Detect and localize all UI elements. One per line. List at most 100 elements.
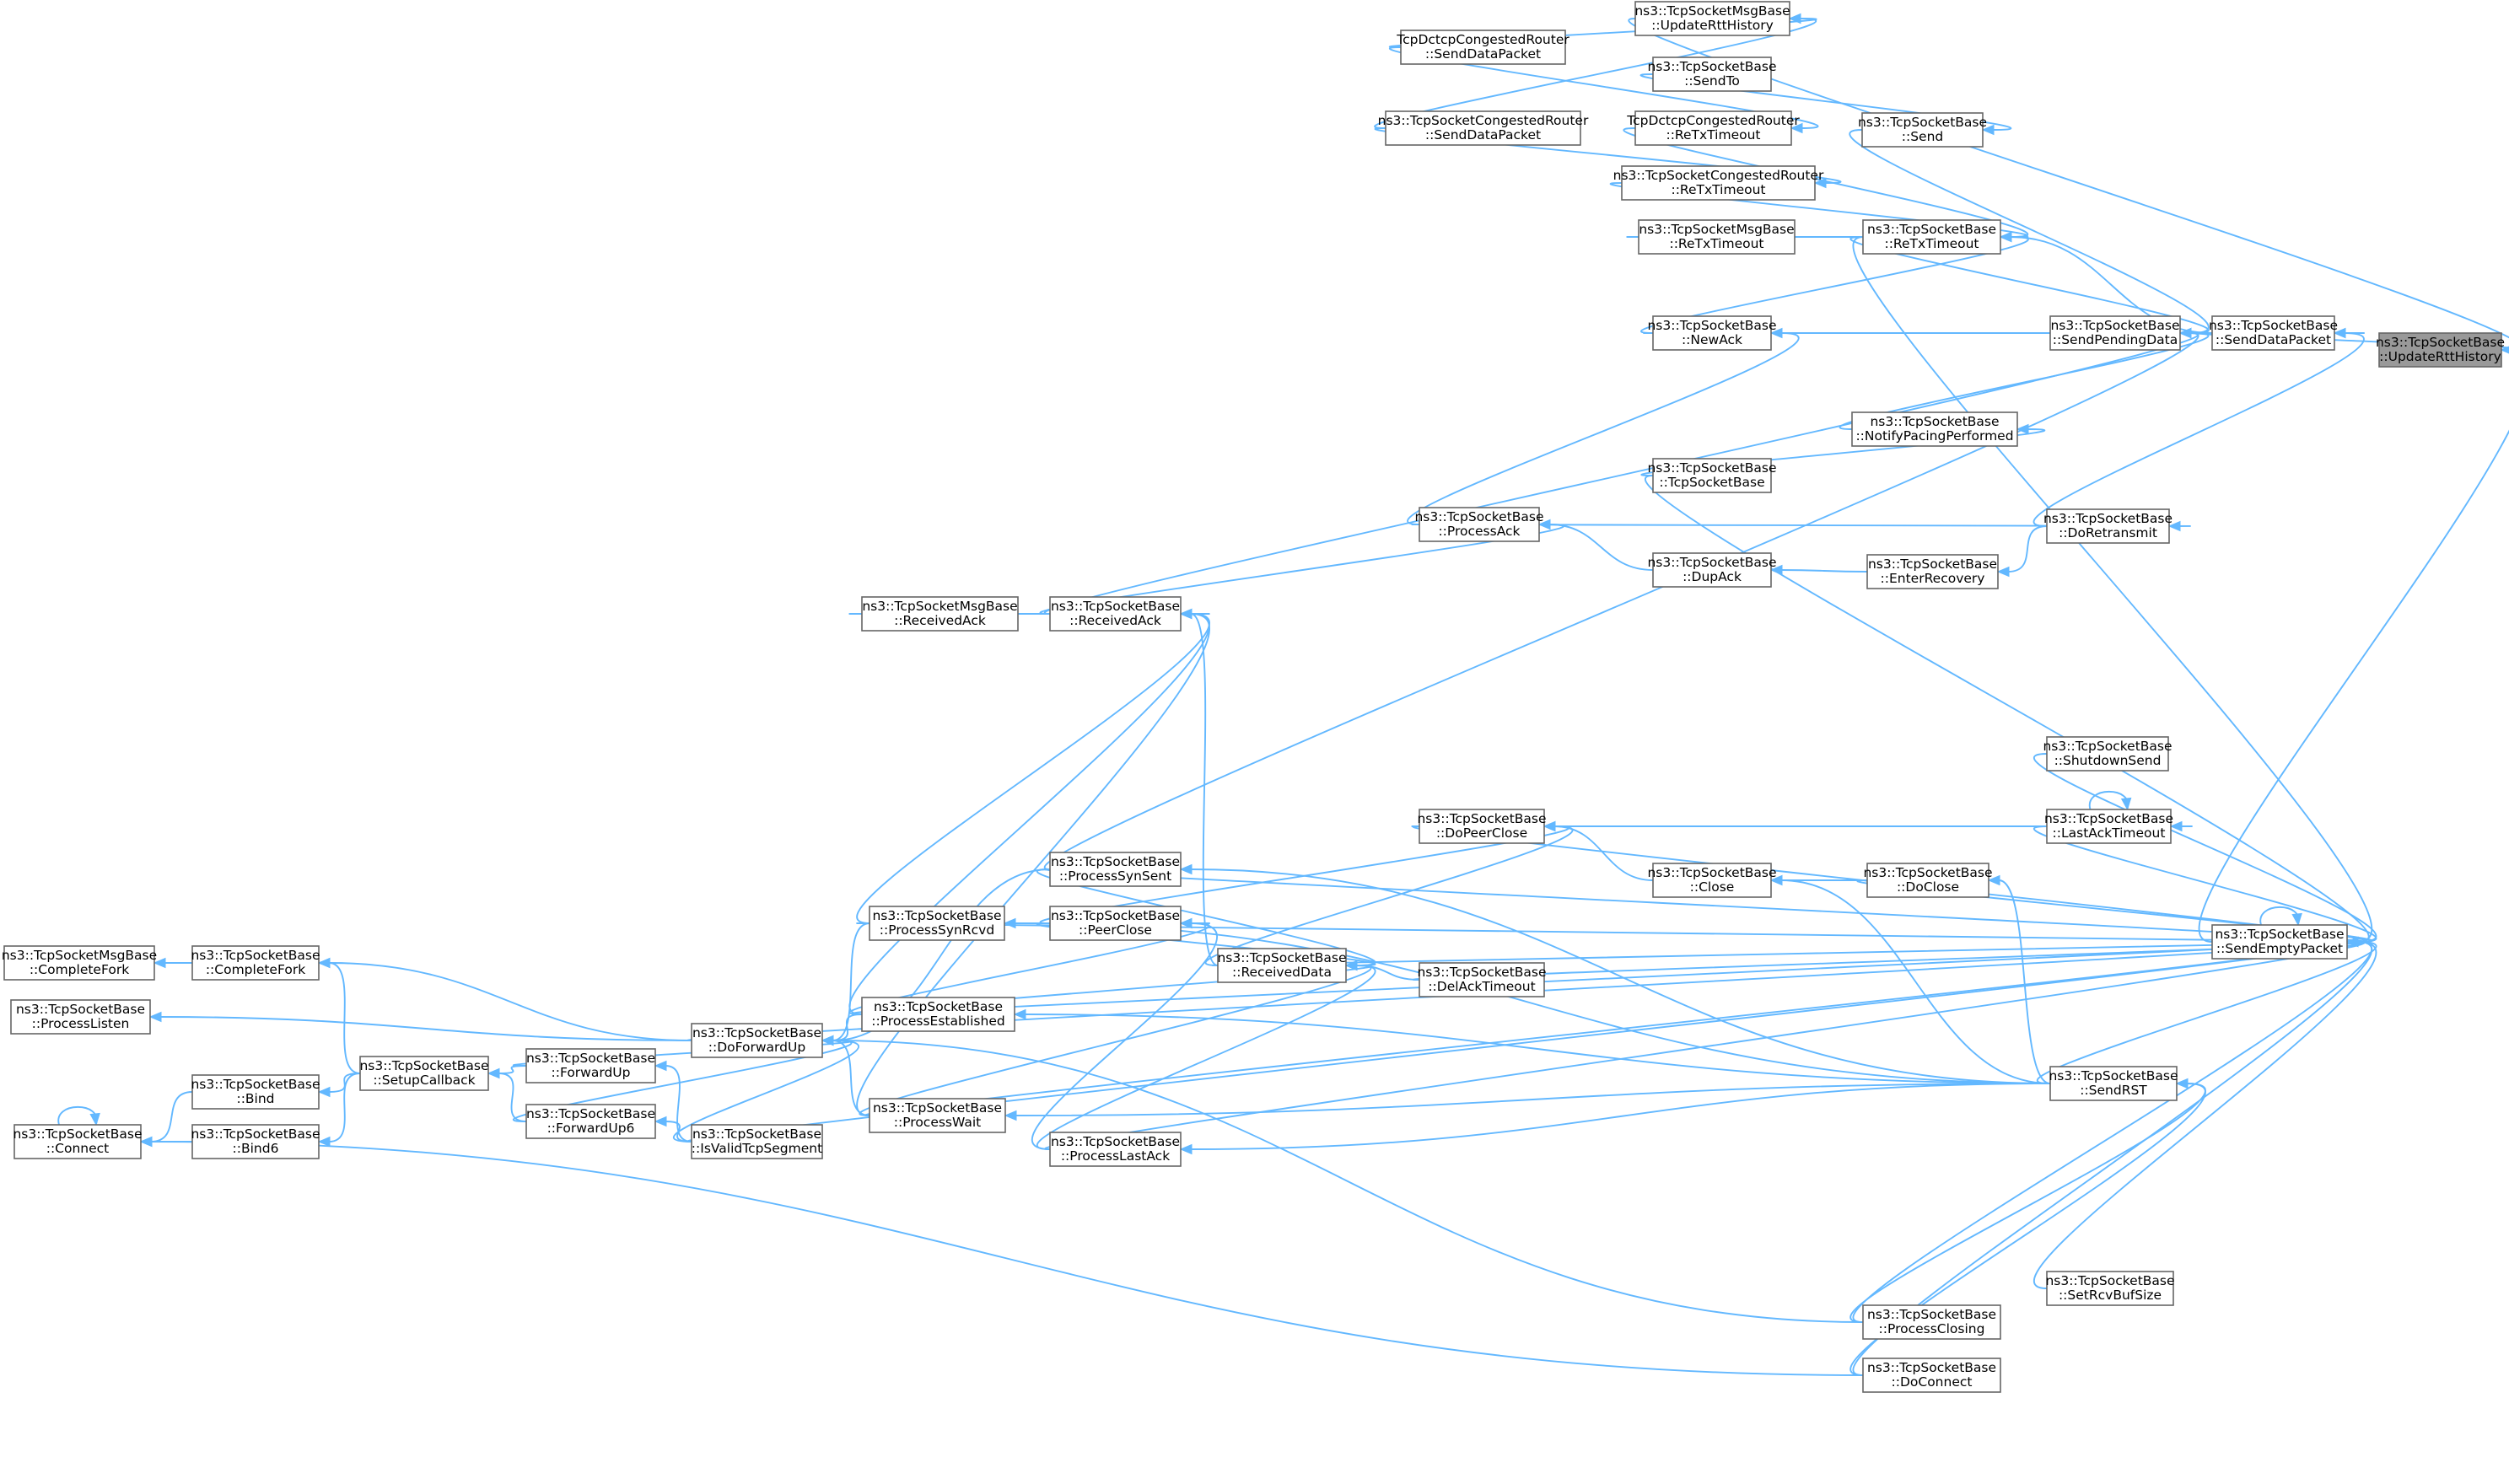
node-npp[interactable]: ns3::TcpSocketBase::NotifyPacingPerforme…: [1851, 411, 2018, 447]
node-proclisten[interactable]: ns3::TcpSocketBase::ProcessListen: [10, 999, 151, 1035]
node-peerclose[interactable]: ns3::TcpSocketBase::PeerClose: [1049, 906, 1182, 941]
node-method-label: ::NewAck: [1682, 332, 1742, 347]
node-procestab[interactable]: ns3::TcpSocketBase::ProcessEstablished: [861, 997, 1015, 1032]
edge-n_sendrst-to-n_close: [1780, 879, 2051, 1084]
node-method-label: ::SendRST: [2080, 1083, 2147, 1098]
node-namespace-label: ns3::TcpSocketBase: [1647, 59, 1776, 74]
node-method-label: ::SetupCallback: [373, 1073, 475, 1088]
edge-n_procestab-to-n_peerclose: [848, 922, 1210, 1015]
node-box: [1385, 110, 1581, 146]
node-method-label: ::SendEmptyPacket: [2216, 941, 2343, 956]
node-proclastack[interactable]: ns3::TcpSocketBase::ProcessLastAck: [1049, 1132, 1182, 1167]
node-msg-retx[interactable]: ns3::TcpSocketMsgBase::ReTxTimeout: [1638, 219, 1796, 255]
node-doconnect[interactable]: ns3::TcpSocketBase::DoConnect: [1862, 1358, 2001, 1393]
node-box: [1049, 596, 1182, 632]
node-doclose[interactable]: ns3::TcpSocketBase::DoClose: [1863, 863, 1993, 898]
node-msg-update[interactable]: ns3::TcpSocketMsgBase::UpdateRttHistory: [1634, 1, 1790, 36]
node-completefork[interactable]: ns3::TcpSocketBase::CompleteFork: [191, 945, 320, 981]
node-namespace-label: ns3::TcpSocketBase: [191, 1126, 320, 1142]
edge-n_dupack-to-n_procack: [1548, 524, 1654, 571]
node-namespace-label: TcpDctcpCongestedRouter: [1626, 113, 1800, 128]
arrowhead-n_proclastack-to-n_peerclose: [1179, 917, 1193, 929]
node-box: [2046, 1271, 2174, 1306]
node-tsb[interactable]: ns3::TcpSocketBase::TcpSocketBase: [1647, 458, 1777, 493]
node-sendto[interactable]: ns3::TcpSocketBase::SendTo: [1647, 56, 1777, 92]
node-dctcp-sdp[interactable]: TcpDctcpCongestedRouter::SendDataPacket: [1396, 30, 1569, 65]
node-namespace-label: ns3::TcpSocketMsgBase: [1639, 222, 1794, 237]
node-bind[interactable]: ns3::TcpSocketBase::Bind: [191, 1074, 320, 1110]
node-namespace-label: ns3::TcpSocketBase: [359, 1058, 488, 1073]
node-box: [191, 1124, 320, 1159]
node-forwardup[interactable]: ns3::TcpSocketBase::ForwardUp: [525, 1048, 656, 1083]
arrowhead-n_sep-to-n_root: [2500, 346, 2509, 354]
node-procclosing[interactable]: ns3::TcpSocketBase::ProcessClosing: [1862, 1304, 2001, 1340]
node-dctcp-retx[interactable]: TcpDctcpCongestedRouter::ReTxTimeout: [1626, 110, 1800, 146]
edge-n_dctcp_sdp-to-n_msg_update: [1389, 18, 1817, 48]
node-namespace-label: ns3::TcpSocketMsgBase: [862, 599, 1017, 614]
node-msg-recvack[interactable]: ns3::TcpSocketMsgBase::ReceivedAck: [861, 596, 1019, 632]
graph-edges: [57, 13, 2509, 1376]
node-namespace-label: ns3::TcpSocketBase: [2043, 739, 2172, 754]
node-procack[interactable]: ns3::TcpSocketBase::ProcessAck: [1414, 507, 1544, 542]
arrowhead-n_sep-to-n_sep: [2291, 912, 2302, 927]
arrowhead-n_doPeerClose-to-n_lastacktimeout: [2169, 820, 2183, 832]
arrowhead-n_forwardup6-to-n_setupcb: [487, 1067, 500, 1079]
node-procwait[interactable]: ns3::TcpSocketBase::ProcessWait: [869, 1098, 1006, 1133]
node-box: [525, 1104, 656, 1139]
node-procsynsent[interactable]: ns3::TcpSocketBase::ProcessSynSent: [1049, 852, 1182, 887]
node-sdp[interactable]: ns3::TcpSocketBase::SendDataPacket: [2209, 315, 2338, 351]
node-isvalid[interactable]: ns3::TcpSocketBase::IsValidTcpSegment: [691, 1124, 823, 1159]
node-delacktimeout[interactable]: ns3::TcpSocketBase::DelAckTimeout: [1417, 962, 1547, 997]
node-setrcvbuf[interactable]: ns3::TcpSocketBase::SetRcvBufSize: [2045, 1271, 2175, 1306]
node-recvdata[interactable]: ns3::TcpSocketBase::ReceivedData: [1217, 948, 1347, 983]
node-namespace-label: ns3::TcpSocketBase: [692, 1126, 821, 1142]
edge-n_delacktimeout-to-n_recvdata: [1355, 965, 1420, 981]
node-namespace-label: ns3::TcpSocketBase: [1867, 1360, 1996, 1375]
node-doPeerClose[interactable]: ns3::TcpSocketBase::DoPeerClose: [1417, 809, 1547, 844]
node-doforwardup[interactable]: ns3::TcpSocketBase::DoForwardUp: [691, 1023, 823, 1058]
edge-n_isvalid-to-n_forwardup6: [665, 1121, 692, 1143]
edge-n_sendrst-to-n_procwait: [1015, 1083, 2051, 1116]
node-connect[interactable]: ns3::TcpSocketBase::Connect: [13, 1124, 143, 1159]
node-namespace-label: ns3::TcpSocketBase: [1868, 556, 1997, 572]
node-doretx[interactable]: ns3::TcpSocketBase::DoRetransmit: [2043, 508, 2172, 544]
node-dupack[interactable]: ns3::TcpSocketBase::DupAck: [1647, 552, 1777, 588]
node-box: [191, 945, 320, 981]
node-box: [691, 1124, 823, 1159]
node-close[interactable]: ns3::TcpSocketBase::Close: [1647, 863, 1777, 898]
edge-n_setupcb-to-n_bind6: [328, 1073, 361, 1143]
node-retx[interactable]: ns3::TcpSocketBase::ReTxTimeout: [1862, 219, 2001, 255]
arrowhead-n_dctcp_sdp-to-n_dctcp_retx: [1790, 122, 1803, 134]
node-procsynrcvd[interactable]: ns3::TcpSocketBase::ProcessSynRcvd: [869, 906, 1005, 941]
node-root[interactable]: ns3::TcpSocketBase::UpdateRttHistory: [2376, 332, 2505, 368]
node-box: [2211, 315, 2335, 351]
edge-n_newack-to-n_retx: [1640, 236, 2029, 334]
node-sendrst[interactable]: ns3::TcpSocketBase::SendRST: [2049, 1066, 2178, 1101]
node-box: [2211, 924, 2348, 960]
edge-n_procclosing-to-n_sep: [1852, 941, 2373, 1323]
node-cong-sdp[interactable]: ns3::TcpSocketCongestedRouter::SendDataP…: [1378, 110, 1589, 146]
arrowhead-n_isvalid-to-n_sep: [2345, 936, 2359, 948]
node-msg-completefork[interactable]: ns3::TcpSocketMsgBase::CompleteFork: [2, 945, 157, 981]
node-forwardup6[interactable]: ns3::TcpSocketBase::ForwardUp6: [525, 1104, 656, 1139]
node-recvack[interactable]: ns3::TcpSocketBase::ReceivedAck: [1049, 596, 1182, 632]
node-send[interactable]: ns3::TcpSocketBase::Send: [1858, 112, 1987, 148]
node-spd[interactable]: ns3::TcpSocketBase::SendPendingData: [2049, 315, 2181, 351]
node-namespace-label: ns3::TcpSocketBase: [2376, 335, 2505, 350]
node-namespace-label: ns3::TcpSocketBase: [1417, 965, 1546, 980]
node-enterrec[interactable]: ns3::TcpSocketBase::EnterRecovery: [1866, 554, 1999, 589]
node-box: [1652, 552, 1772, 588]
edge-n_proclastack-to-n_recvdata: [1036, 965, 1376, 1150]
node-shutdown[interactable]: ns3::TcpSocketBase::ShutdownSend: [2043, 736, 2172, 772]
node-cong-retx[interactable]: ns3::TcpSocketCongestedRouter::ReTxTimeo…: [1613, 165, 1824, 201]
arrowhead-n_setupcb-to-n_bind: [317, 1086, 331, 1098]
node-bind6[interactable]: ns3::TcpSocketBase::Bind6: [191, 1124, 320, 1159]
node-namespace-label: ns3::TcpSocketBase: [872, 908, 1001, 923]
node-lastacktimeout[interactable]: ns3::TcpSocketBase::LastAckTimeout: [2044, 809, 2173, 844]
node-sep[interactable]: ns3::TcpSocketBase::SendEmptyPacket: [2211, 924, 2348, 960]
node-setupcb[interactable]: ns3::TcpSocketBase::SetupCallback: [359, 1056, 489, 1091]
node-namespace-label: ns3::TcpSocketBase: [1647, 318, 1776, 333]
node-newack[interactable]: ns3::TcpSocketBase::NewAck: [1647, 315, 1777, 351]
arrowhead-n_lastacktimeout-to-n_lastacktimeout: [2120, 797, 2132, 811]
node-method-label: ::IsValidTcpSegment: [692, 1141, 822, 1156]
